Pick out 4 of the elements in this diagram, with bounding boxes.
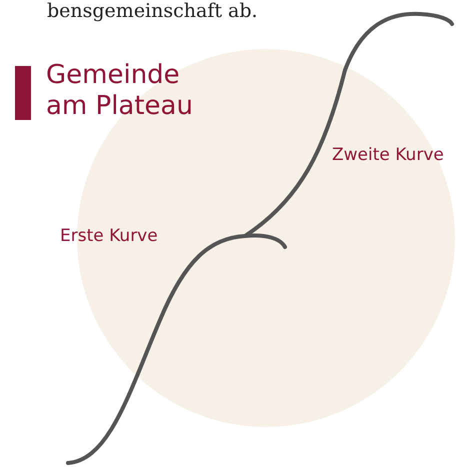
curve-label: Erste Kurve xyxy=(60,226,158,246)
body-text: bensgemeinschaft ab. xyxy=(47,0,258,22)
curve-label: Zweite Kurve xyxy=(332,145,444,165)
heading: Gemeinde am Plateau xyxy=(46,60,194,122)
